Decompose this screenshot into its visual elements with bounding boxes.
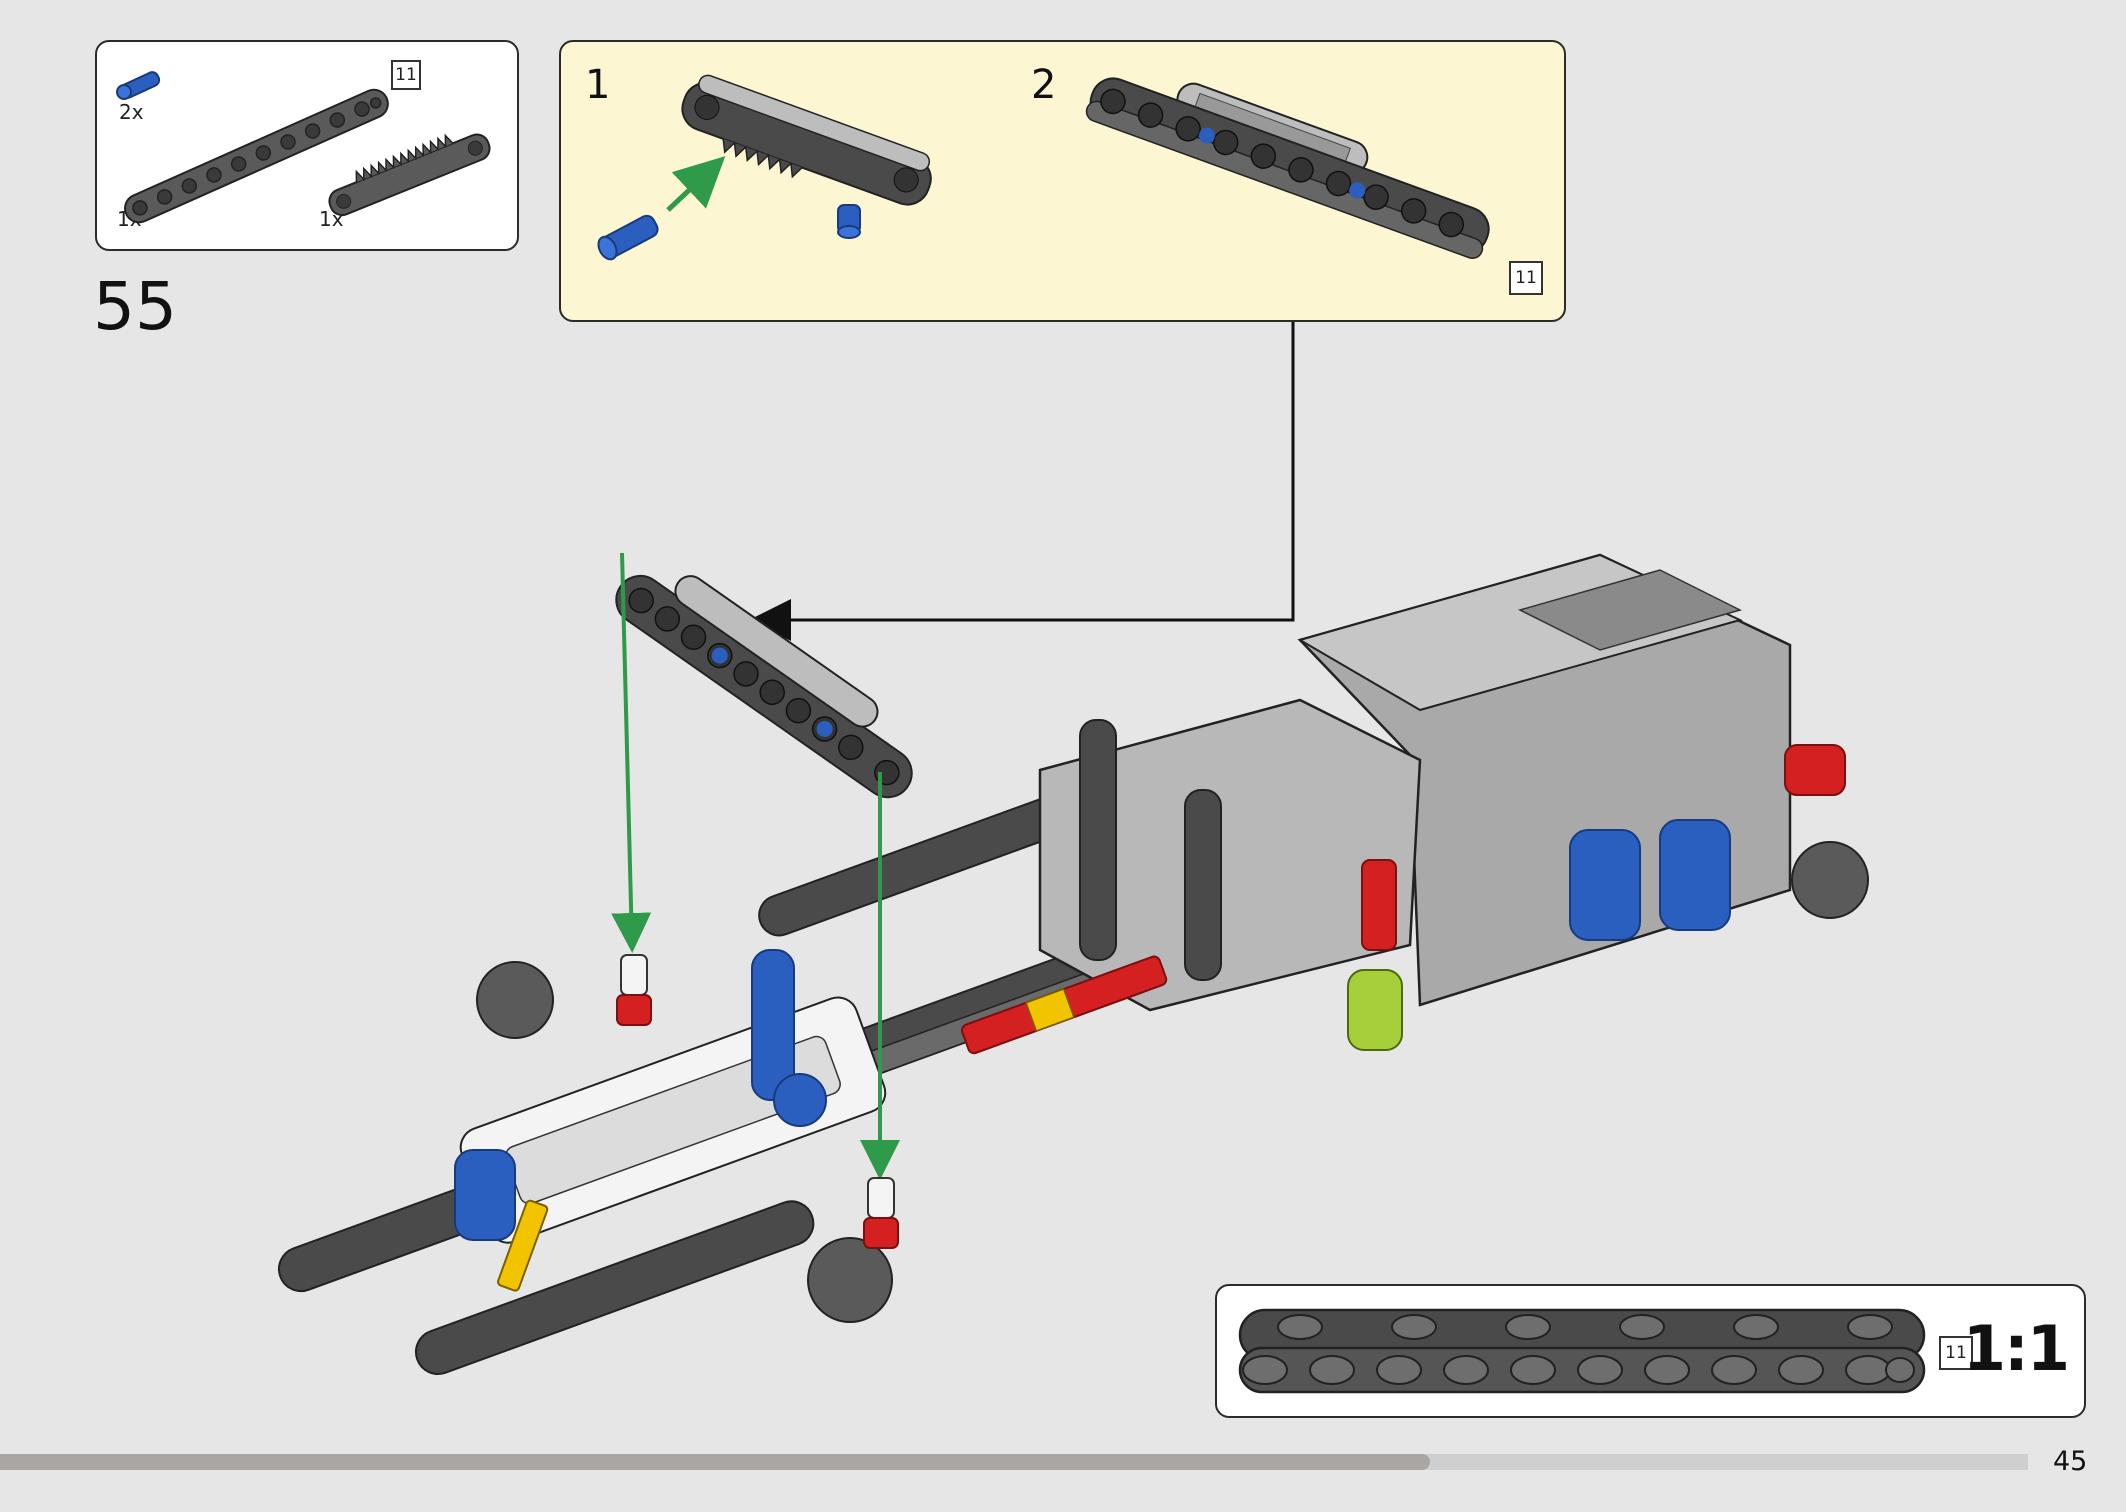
attaching-beam (615, 574, 913, 799)
substep-2-assembly (1085, 77, 1490, 259)
blue-pin-icon (116, 71, 161, 100)
progress-bar (0, 1454, 2028, 1470)
substep-1-rack (681, 74, 932, 206)
gear-rack-beam-icon (328, 133, 491, 217)
scale-beam-11 (1238, 1308, 1926, 1394)
substep-1-number: 1 (585, 62, 611, 108)
part-quantity-pins: 2x (119, 100, 144, 124)
substep-1-pin-inserted (837, 204, 861, 239)
substep-1-green-arrow (666, 156, 726, 212)
target-pin-left (616, 954, 652, 1026)
scale-label: 1:1 (1962, 1312, 2070, 1385)
substep-length-badge: 11 (1509, 261, 1543, 295)
substep-1-pin-loose (597, 214, 659, 261)
progress-fill (0, 1454, 1430, 1470)
main-model (278, 553, 1869, 1375)
attach-arrow (749, 322, 1295, 641)
green-arrow-left (611, 552, 652, 953)
target-pin-right (863, 1177, 899, 1249)
beam-11-icon (124, 88, 389, 224)
page-number: 45 (2053, 1446, 2088, 1477)
step-number: 55 (93, 268, 177, 345)
part-length-badge: 11 (391, 60, 421, 90)
substep-2-number: 2 (1031, 62, 1057, 108)
scale-length-badge: 11 (1939, 1336, 1973, 1370)
